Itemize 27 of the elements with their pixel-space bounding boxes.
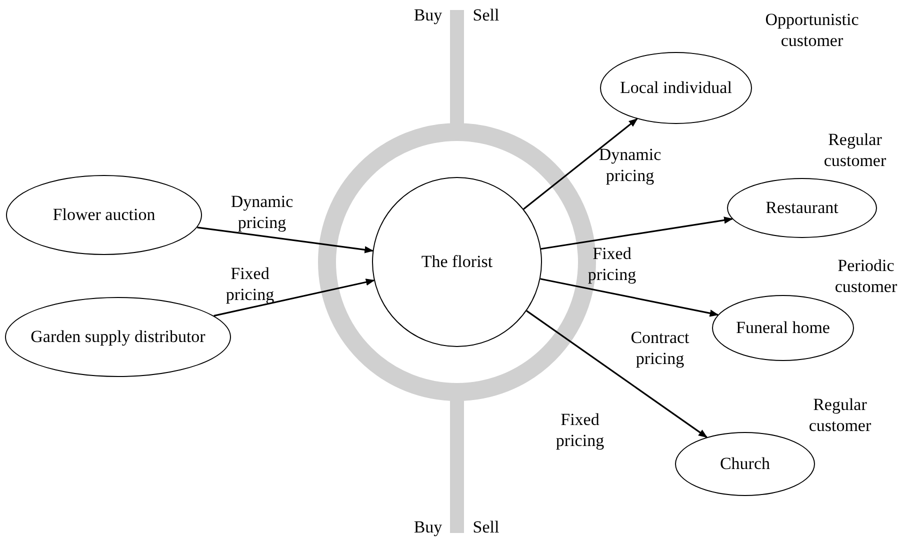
edge-label: Fixed pricing xyxy=(224,262,276,306)
customer-type-label: Regular customer xyxy=(808,394,872,436)
edge-label: Dynamic pricing xyxy=(230,190,294,234)
node-label: The florist xyxy=(421,251,493,273)
customer-type-label: Opportunistic customer xyxy=(764,8,860,52)
buy-sell-label: Buy xyxy=(414,4,442,26)
arrow xyxy=(540,216,734,250)
arrow xyxy=(214,278,375,317)
customer-type-label: Periodic customer xyxy=(834,254,898,298)
customer-type-label: Regular customer xyxy=(822,128,888,172)
arrow xyxy=(540,278,719,317)
edge-label: Dynamic pricing xyxy=(598,144,662,186)
node-label: Local individual xyxy=(620,77,732,99)
node-label: Church xyxy=(720,453,770,475)
node-label: Restaurant xyxy=(766,197,838,219)
node-label: Flower auction xyxy=(52,204,156,226)
edge-label: Contract pricing xyxy=(630,326,690,370)
edge-label: Fixed pricing xyxy=(586,242,638,286)
buy-sell-label: Sell xyxy=(472,4,500,26)
node-label: Funeral home xyxy=(736,317,830,339)
arrow xyxy=(197,226,374,254)
arrow xyxy=(526,310,708,438)
buy-sell-label: Buy xyxy=(414,516,442,538)
buy-sell-label: Sell xyxy=(472,516,500,538)
node-label: Garden supply distributor xyxy=(30,326,206,348)
edge-label: Fixed pricing xyxy=(554,408,606,452)
arrow xyxy=(523,118,638,210)
